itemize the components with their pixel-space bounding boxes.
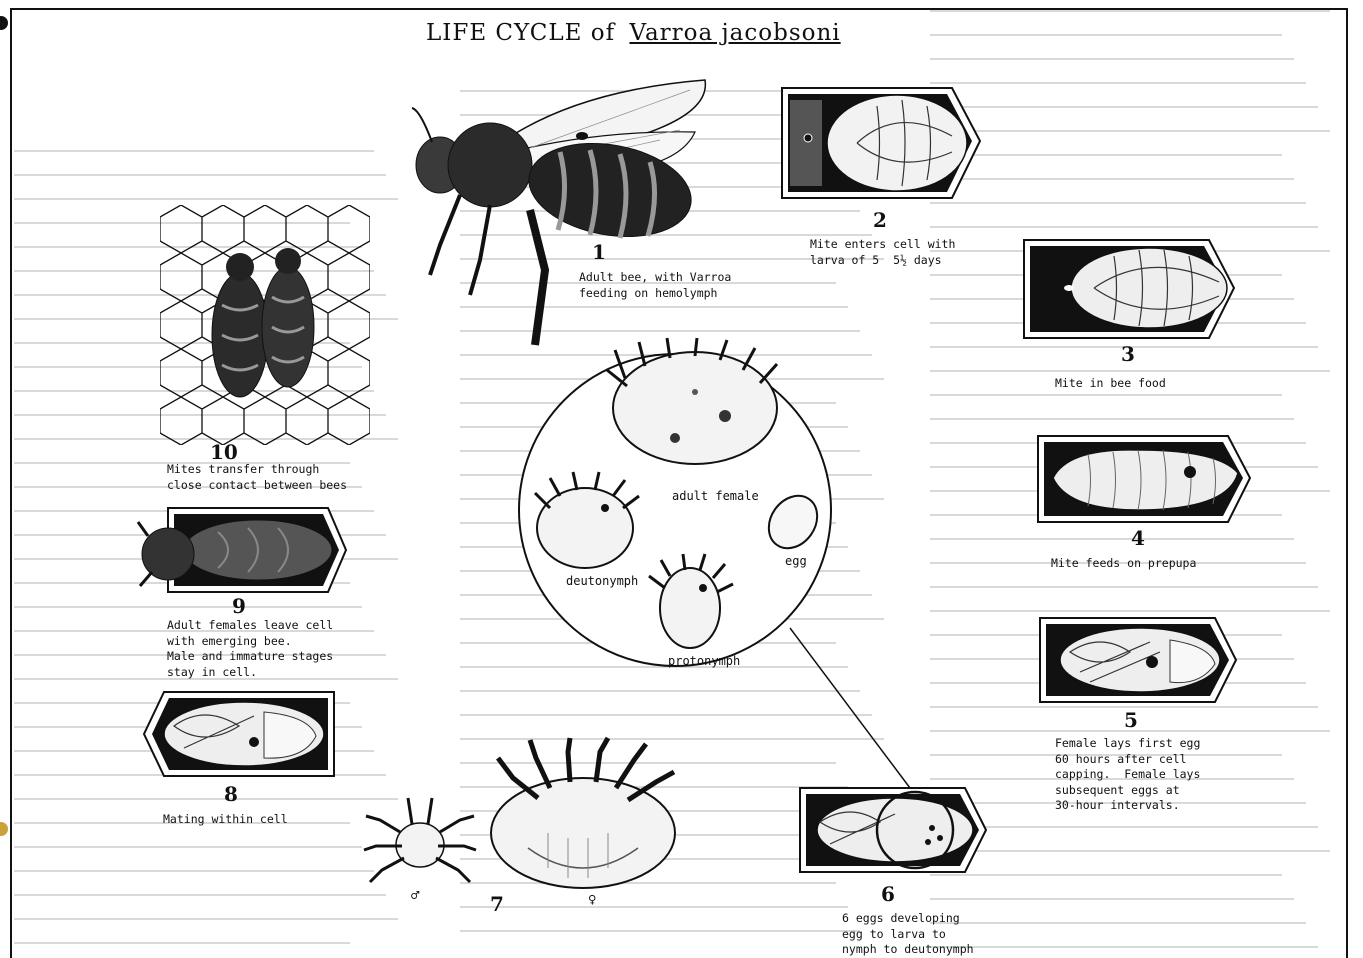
label-deutonymph: deutonymph	[566, 574, 638, 588]
stage-4-number: 4	[1131, 526, 1145, 550]
stage-2-caption: Mite enters cell with larva of 5 5½ days	[810, 237, 955, 268]
male-symbol: ♂	[411, 888, 419, 904]
page-title: LIFE CYCLE of Varroa jacobsoni	[426, 20, 841, 46]
cell-pupa-illustration-5	[1040, 612, 1240, 707]
cell-larva-illustration-2	[782, 76, 1002, 206]
adult-female-mite	[607, 338, 777, 464]
mite-stages-inset	[515, 338, 835, 683]
cell-larva-illustration-3	[1024, 230, 1249, 345]
stage-1-caption: Adult bee, with Varroa feeding on hemoly…	[579, 270, 731, 301]
emerging-bee-illustration-9	[138, 502, 348, 597]
label-egg: egg	[785, 554, 807, 568]
stage-6-caption: 6 eggs developing egg to larva to nymph …	[842, 911, 974, 958]
stage-3-caption: Mite in bee food	[1055, 376, 1166, 392]
stage-3-number: 3	[1121, 342, 1135, 366]
male-mite-illustration	[362, 790, 477, 890]
adult-bee-illustration	[410, 70, 720, 360]
stage-2-number: 2	[873, 208, 887, 232]
stage-10-number: 10	[210, 440, 238, 464]
title-prefix: LIFE CYCLE of	[426, 20, 615, 46]
label-protonymph: protonymph	[668, 654, 740, 668]
stage-8-caption: Mating within cell	[163, 812, 288, 828]
stage-7-number: 7	[490, 892, 504, 916]
adult-female-mite-large	[488, 738, 678, 898]
stage-10-caption: Mites transfer through close contact bet…	[167, 462, 347, 493]
label-adult-female: adult female	[672, 489, 759, 503]
stage-9-number: 9	[232, 594, 246, 618]
stage-8-number: 8	[224, 782, 238, 806]
binder-hole-bottom	[0, 820, 10, 838]
cell-eggs-illustration-6	[800, 782, 990, 877]
stage-9-caption: Adult females leave cell with emerging b…	[167, 618, 333, 680]
stage-4-caption: Mite feeds on prepupa	[1051, 556, 1196, 572]
stage-5-caption: Female lays first egg 60 hours after cel…	[1055, 736, 1200, 814]
binder-hole-top	[0, 14, 10, 32]
title-species: Varroa jacobsoni	[629, 20, 840, 46]
cell-mating-illustration-8	[144, 686, 334, 781]
honeycomb-bees-illustration-10	[160, 205, 370, 445]
stage-6-number: 6	[881, 882, 895, 906]
female-symbol: ♀	[588, 892, 596, 908]
cell-prepupa-illustration-4	[1038, 428, 1258, 528]
stage-1-number: 1	[592, 240, 606, 264]
stage-5-number: 5	[1124, 708, 1138, 732]
